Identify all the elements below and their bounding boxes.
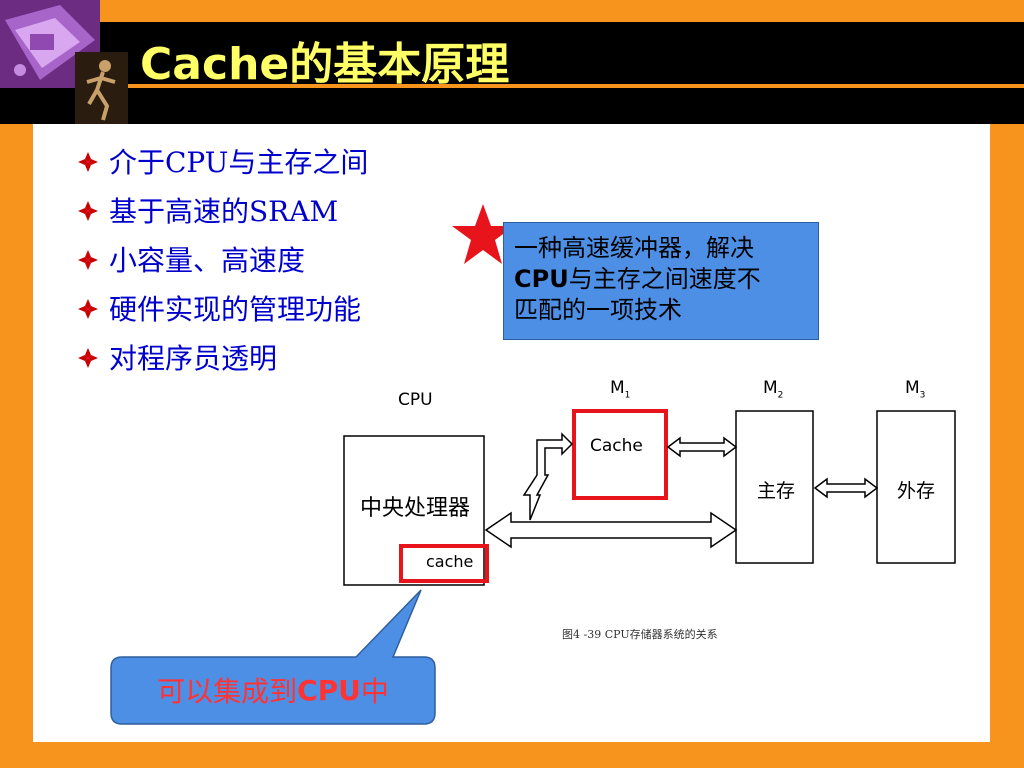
red-star-icon [452,204,514,264]
m2-letter: M [763,378,778,398]
m2-subscript: 2 [777,390,784,401]
bullet-diamond-icon [78,250,98,270]
main-memory-text: 主存 [757,480,796,502]
cpu-box-text: 中央处理器 [360,496,471,521]
m3-label: M3 [905,378,925,400]
external-memory-text: 外存 [897,480,936,502]
m1-subscript: 1 [624,390,631,401]
runner-figure-icon [75,52,128,124]
integration-text-post: 中 [360,675,389,708]
bullet-diamond-icon [78,152,98,172]
bullet-text: 基于高速的SRAM [109,195,339,228]
cache-text: Cache [590,436,643,456]
title-bar-lower [0,88,1024,124]
cpu-label: CPU [398,390,433,410]
callout-cpu-bold: CPU [514,265,569,293]
title-underline [125,84,1024,88]
callout-line-1: 一种高速缓冲器，解决 [514,234,754,262]
bullet-diamond-icon [78,348,98,368]
m1-label: M1 [610,378,630,400]
cpu-cache-text: cache [426,552,474,571]
bullet-diamond-icon [78,201,98,221]
list-item: 基于高速的SRAM [77,192,368,241]
bullet-text: 介于CPU与主存之间 [109,146,369,179]
list-item: 硬件实现的管理功能 [77,290,368,339]
callout-line-2-rest: 与主存之间速度不 [568,265,761,293]
bullet-text: 对程序员透明 [109,342,278,375]
definition-callout: 一种高速缓冲器，解决 CPU与主存之间速度不 匹配的一项技术 [503,222,819,340]
m3-letter: M [905,378,920,398]
page-title: Cache的基本原理 [140,39,510,90]
m1-letter: M [610,378,625,398]
bullet-text: 硬件实现的管理功能 [109,293,362,326]
list-item: 对程序员透明 [77,339,368,388]
bullet-list: 介于CPU与主存之间 基于高速的SRAM 小容量、高速度 硬件实现的管理功能 对… [77,143,368,388]
figure-caption: 图4 -39 CPU存储器系统的关系 [562,628,718,641]
m3-subscript: 3 [919,390,926,401]
bullet-diamond-icon [78,299,98,319]
list-item: 介于CPU与主存之间 [77,143,368,192]
list-item: 小容量、高速度 [77,241,368,290]
bullet-text: 小容量、高速度 [109,244,306,277]
title-bar [0,22,1024,88]
integration-text-cpu: CPU [297,673,361,707]
callout-line-3: 匹配的一项技术 [514,296,682,324]
m2-label: M2 [763,378,783,400]
integration-text-pre: 可以集成到 [157,675,298,708]
callout-line-2: CPU与主存之间速度不 [514,264,808,295]
